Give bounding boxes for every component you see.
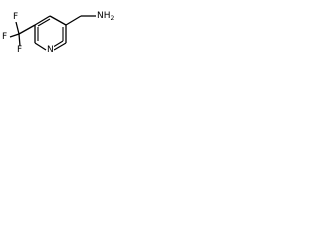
- ring-bond-1-inner: [37, 18, 51, 27]
- fluorine-bottom-label: F: [17, 45, 23, 55]
- structure-diagram: F F F N NH2: [0, 0, 128, 66]
- bond-c-f-left: [9, 33, 20, 38]
- bond-c-f-top: [15, 21, 20, 35]
- amine-subscript: 2: [110, 15, 115, 22]
- amine-main-text: NH: [97, 11, 111, 21]
- amine-label: NH2: [97, 11, 115, 22]
- ring-bond-1: [34, 15, 51, 26]
- fluorine-top-label: F: [13, 12, 19, 22]
- ring-bond-4: [53, 42, 67, 51]
- fluorine-left-label: F: [2, 32, 8, 42]
- ring-nitrogen-label: N: [47, 45, 54, 55]
- ring-bond-5: [34, 42, 47, 51]
- bond-cf3-ring: [18, 24, 36, 35]
- bond-skeleton: [9, 15, 96, 51]
- bond-ring-ch2: [65, 15, 82, 26]
- ring-bond-2: [49, 15, 67, 26]
- bond-c-f-bottom: [18, 33, 21, 47]
- ring-bond-4-inner: [53, 40, 64, 47]
